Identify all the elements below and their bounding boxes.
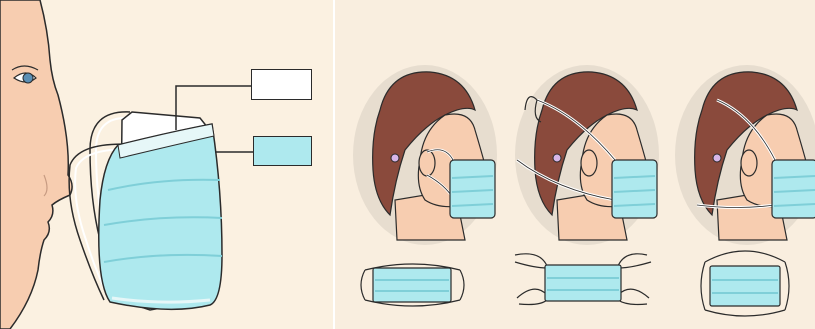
flat-mask-tie-on <box>515 254 651 305</box>
head-tie-on <box>515 65 659 245</box>
head-headband <box>675 65 815 245</box>
head-earloop <box>353 65 497 245</box>
iris <box>23 73 33 83</box>
flat-mask-earloop <box>361 264 464 306</box>
face-profile <box>0 0 72 329</box>
side-view-panel <box>0 0 333 329</box>
callout-box-inner <box>253 136 312 166</box>
flat-mask-headband <box>701 251 789 316</box>
mask-types-illustration <box>335 0 815 329</box>
callout-box-outer <box>251 69 312 100</box>
mask-types-panel <box>335 0 815 329</box>
